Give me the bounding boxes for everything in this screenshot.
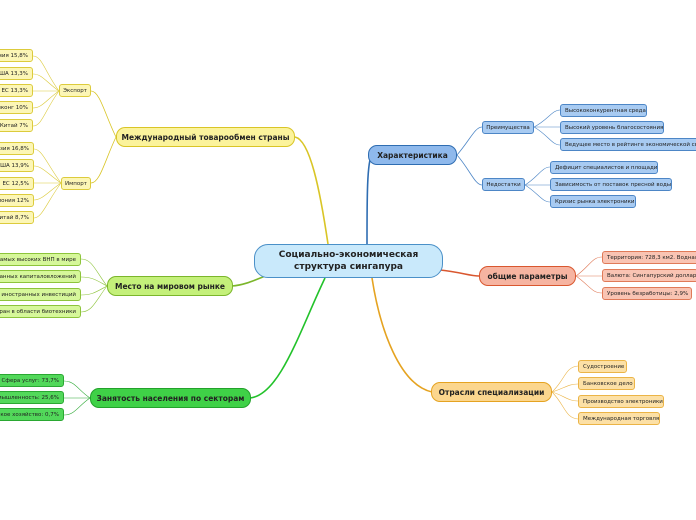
link-trade xyxy=(294,136,329,245)
leaf-disadvantage-1[interactable]: Дефицит специалистов и площади xyxy=(550,161,658,174)
leaf-electronics-production[interactable]: Производство электроники xyxy=(578,395,664,408)
link-gen-3 xyxy=(575,275,603,294)
leaf-advantage-3[interactable]: Ведущее место в рейтинге экономической с… xyxy=(560,138,696,151)
link-spec-2 xyxy=(551,383,579,393)
link-spec-4 xyxy=(551,391,579,420)
leaf-advantage-1[interactable]: Высококонкурентная среда xyxy=(560,104,647,117)
link-emp-1 xyxy=(63,380,91,399)
leaf-services[interactable]: Сфера услуг: 73,7% xyxy=(0,374,64,387)
link-spec-3 xyxy=(551,391,579,402)
branch-employment[interactable]: Занятость населения по секторам xyxy=(90,388,251,408)
leaf-direct-capital[interactable]: Высокий уровень прямых иностранных капит… xyxy=(0,270,81,283)
link-advantages xyxy=(456,126,483,156)
leaf-export-usa[interactable]: США 13,3% xyxy=(0,67,33,80)
leaf-advantage-2[interactable]: Высокий уровень благосостояния xyxy=(560,121,664,134)
link-disadvantages xyxy=(456,154,483,186)
link-spec-1 xyxy=(551,365,579,393)
link-general xyxy=(439,269,480,277)
leaf-import-usa[interactable]: США 13,9% xyxy=(0,159,34,172)
sub-advantages[interactable]: Преимущества xyxy=(482,121,534,134)
leaf-biotech[interactable]: Одна из ведущих стран в области биотехни… xyxy=(0,305,81,318)
link-exp-1 xyxy=(32,55,60,92)
link-adv-3 xyxy=(533,126,561,146)
leaf-shipbuilding[interactable]: Судостроение xyxy=(578,360,627,373)
leaf-export-hongkong[interactable]: Гонконг 10% xyxy=(0,101,33,114)
leaf-export-china[interactable]: Китай 7% xyxy=(0,119,33,132)
link-exp-2 xyxy=(32,73,60,92)
leaf-currency[interactable]: Валюта: Сингапурский доллар xyxy=(602,269,696,282)
leaf-banking[interactable]: Банковское дело xyxy=(578,377,635,390)
link-exp-4 xyxy=(32,90,60,109)
leaf-international-trade[interactable]: Международная торговля xyxy=(578,412,660,425)
sub-export[interactable]: Экспорт xyxy=(59,84,91,97)
branch-international-trade[interactable]: Международный товарообмен страны xyxy=(116,127,295,147)
leaf-export-malaysia[interactable]: Малайзия 15,8% xyxy=(0,49,33,62)
link-exp-5 xyxy=(32,90,60,127)
sub-disadvantages[interactable]: Недостатки xyxy=(482,178,525,191)
leaf-import-eu[interactable]: ЕС 12,5% xyxy=(0,177,34,190)
branch-general-parameters[interactable]: общие параметры xyxy=(479,266,576,286)
leaf-disadvantage-3[interactable]: Кризис рынка электроники xyxy=(550,195,636,208)
branch-characteristics[interactable]: Характеристика xyxy=(368,145,457,165)
link-wm-3 xyxy=(80,285,108,296)
link-import xyxy=(90,136,117,184)
leaf-high-gnp[interactable]: Одна из самых высоких ВНП в мире xyxy=(0,253,81,266)
link-characteristics xyxy=(366,154,373,245)
leaf-industry[interactable]: Промышленность: 25,6% xyxy=(0,391,64,404)
link-dis-3 xyxy=(524,184,551,203)
link-specialization xyxy=(371,277,433,393)
branch-world-market[interactable]: Место на мировом рынке xyxy=(107,276,233,296)
link-dis-1 xyxy=(524,166,551,186)
sub-import[interactable]: Импорт xyxy=(61,177,91,190)
link-wm-2 xyxy=(80,276,108,287)
central-topic[interactable]: Социально-экономическая структура сингап… xyxy=(254,244,443,278)
link-gen-1 xyxy=(575,256,603,277)
leaf-foreign-investment[interactable]: Один из основных получателей прямых инос… xyxy=(0,288,81,301)
link-imp-1 xyxy=(33,148,62,184)
link-imp-5 xyxy=(33,182,62,219)
branch-specialization[interactable]: Отрасли специализации xyxy=(431,382,552,402)
link-export xyxy=(90,90,117,138)
leaf-disadvantage-2[interactable]: Зависимость от поставок пресной воды xyxy=(550,178,672,191)
link-wm-1 xyxy=(80,258,108,287)
link-employment xyxy=(249,277,326,399)
link-emp-3 xyxy=(63,397,91,416)
leaf-agriculture[interactable]: Сельское хозяйство: 0,7% xyxy=(0,408,64,421)
leaf-import-malaysia[interactable]: Малайзия 16,8% xyxy=(0,142,34,155)
leaf-territory[interactable]: Территория: 728,3 км2. Водная xyxy=(602,251,696,264)
link-wm-4 xyxy=(80,285,108,313)
link-imp-4 xyxy=(33,182,62,201)
link-adv-1 xyxy=(533,109,561,128)
leaf-export-eu[interactable]: ЕС 13,3% xyxy=(0,84,33,97)
leaf-import-china[interactable]: Китай 8,7% xyxy=(0,211,34,224)
leaf-unemployment[interactable]: Уровень безработицы: 2,9% xyxy=(602,287,692,300)
leaf-import-japan[interactable]: Япония 12% xyxy=(0,194,34,207)
link-imp-2 xyxy=(33,165,62,184)
